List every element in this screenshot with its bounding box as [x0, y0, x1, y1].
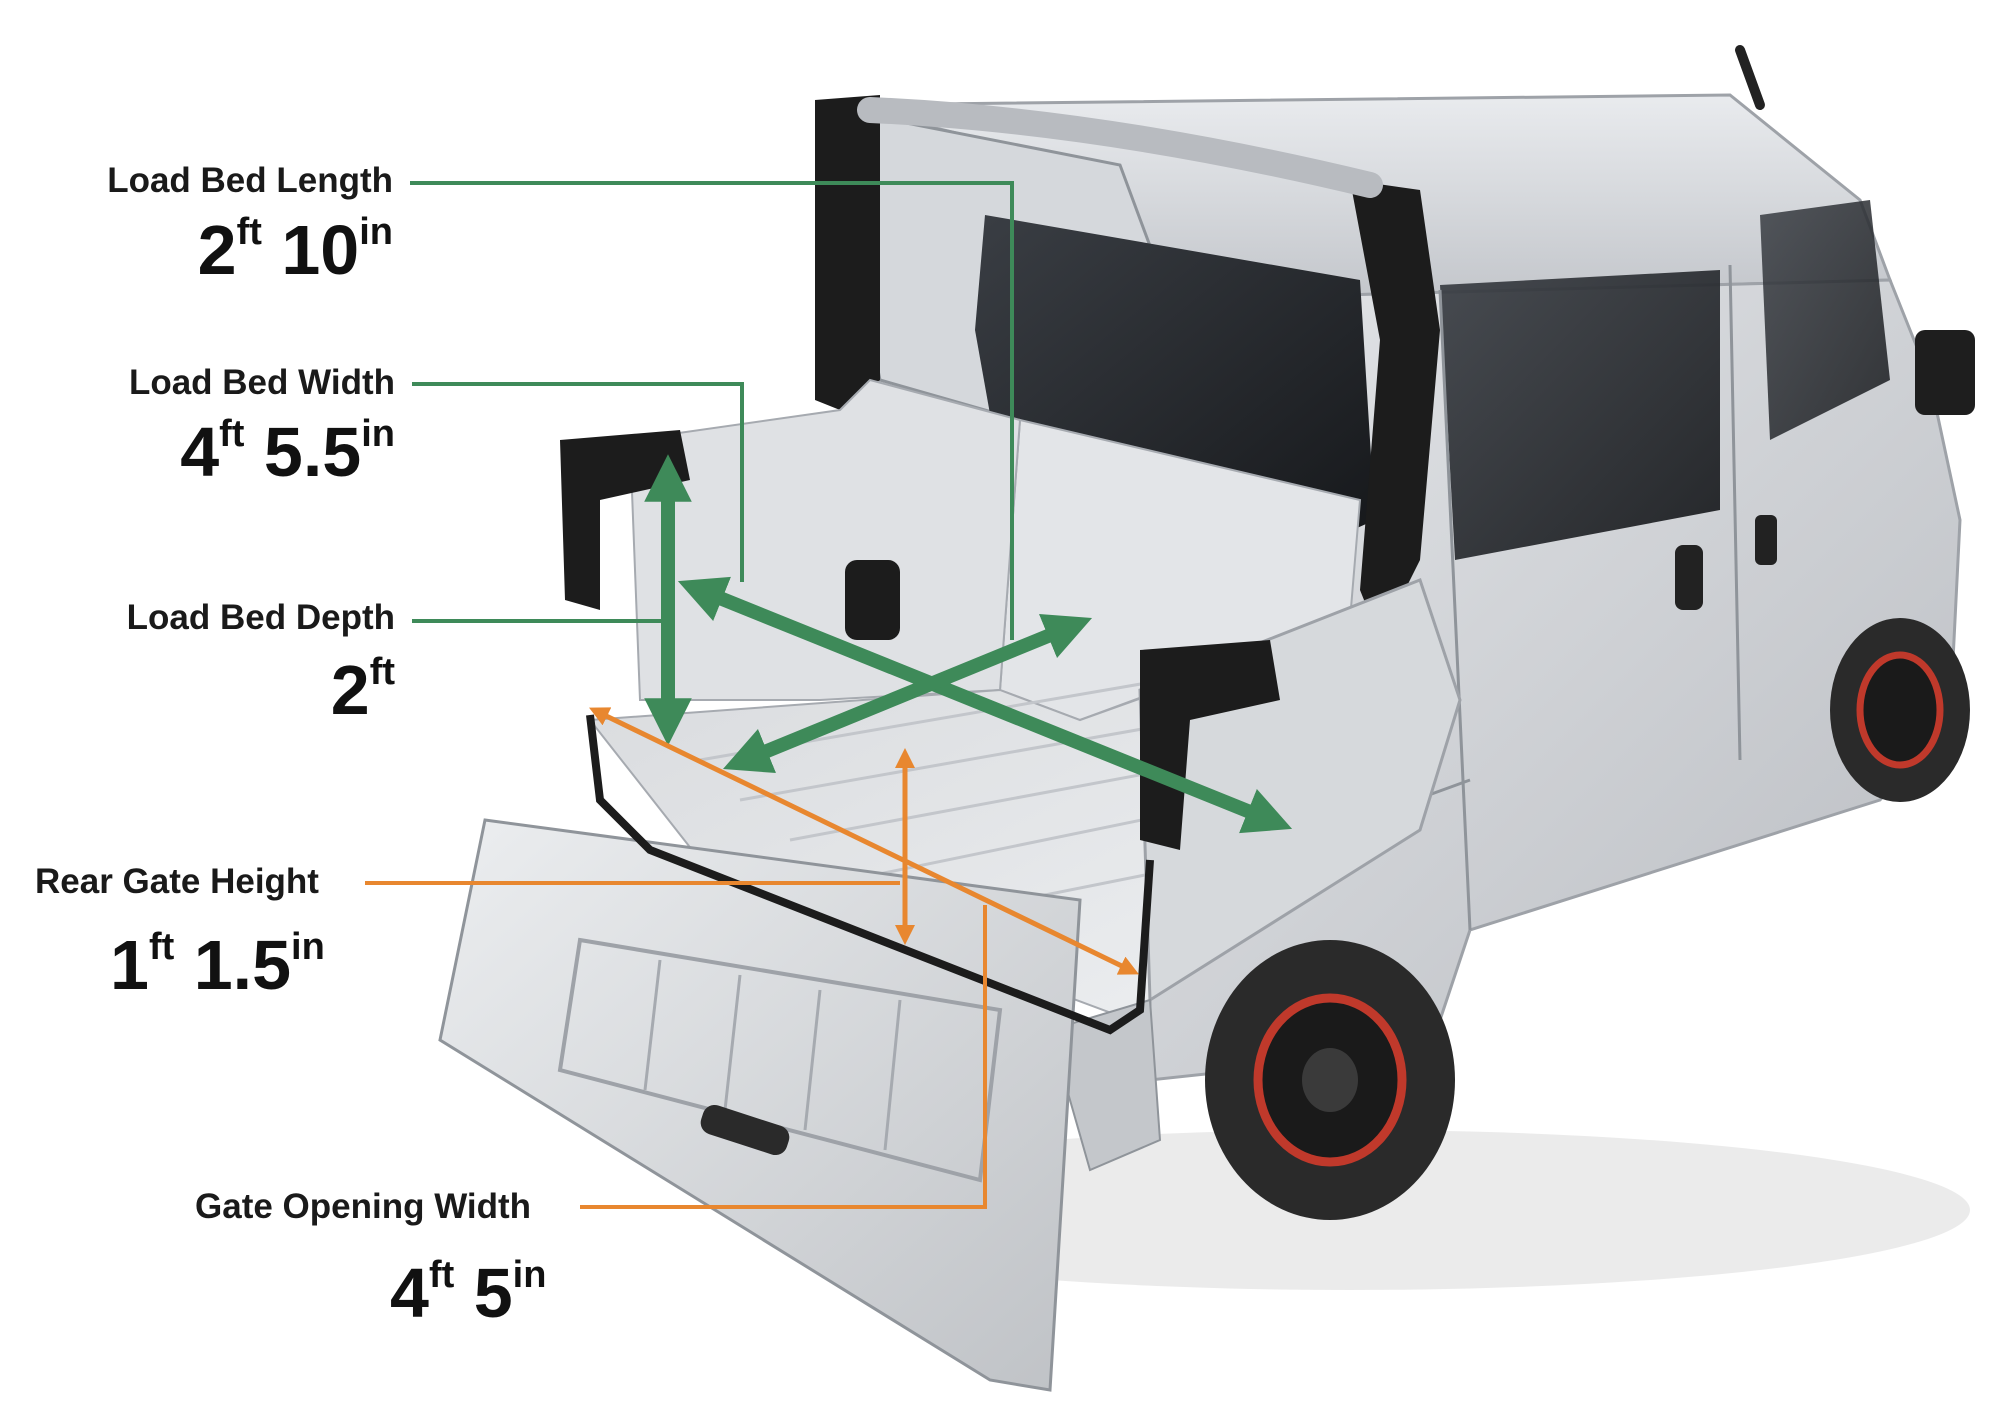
load-bed-width-label: Load Bed Width	[128, 363, 395, 402]
rear-bumper	[1048, 998, 1162, 1172]
gate-handle	[700, 1104, 790, 1156]
load-bed-width-value: 4ft 5.5in	[180, 413, 395, 491]
gate-opening-width-label: Gate Opening Width	[195, 1187, 532, 1226]
tailgate-panel	[557, 937, 1003, 1183]
rear-wheel	[1205, 940, 1455, 1220]
bed-left-wall	[628, 378, 1022, 701]
rear-gate-height-label: Rear Gate Height	[35, 862, 319, 901]
bed-bracket	[845, 560, 900, 640]
front-wheel	[1830, 618, 1970, 802]
door-handle	[1675, 545, 1703, 610]
load-bed-depth-label: Load Bed Depth	[126, 598, 395, 637]
gate-width-arrow	[589, 707, 1139, 975]
width-leader	[412, 382, 744, 582]
length-leader	[410, 181, 1014, 640]
gate-opening-width-value: 4ft 5in	[390, 1254, 547, 1332]
load-bed-length-label: Load Bed Length	[107, 161, 393, 200]
antenna	[1735, 45, 1765, 110]
rear-gate-height-value: 1ft 1.5in	[110, 926, 325, 1004]
gate-width-leader	[580, 905, 987, 1209]
side-mirror	[1915, 330, 1975, 415]
rear-pillar	[815, 95, 880, 410]
load-bed-length-value: 2ft 10in	[197, 211, 393, 289]
load-bed-depth-value: 2ft	[330, 651, 395, 729]
side-window-front	[1760, 200, 1890, 440]
roof-hoop	[1350, 180, 1440, 640]
roof-rail	[857, 97, 1383, 198]
door-handle	[1755, 515, 1777, 565]
side-window-rear	[1440, 270, 1720, 560]
